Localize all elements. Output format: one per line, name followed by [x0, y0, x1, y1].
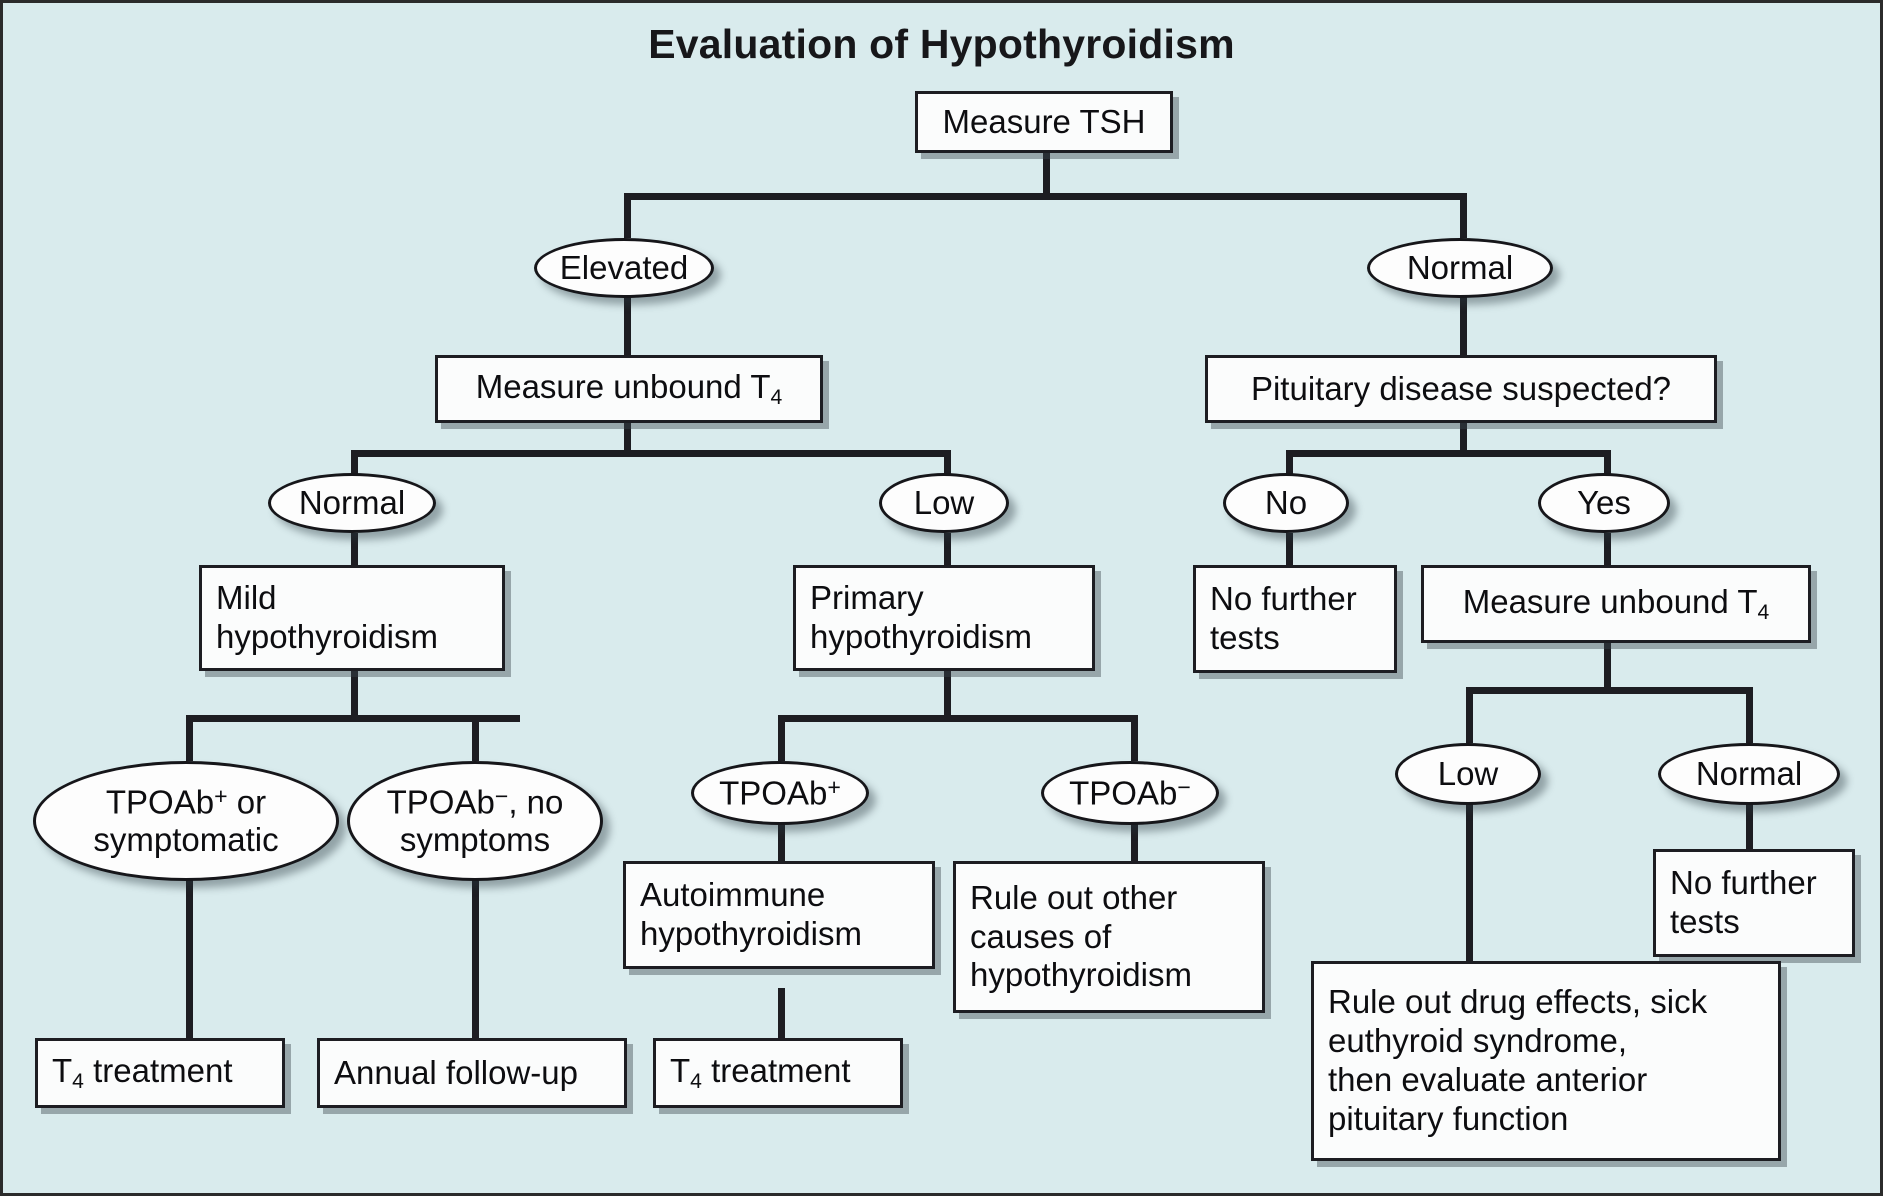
node-no-further-tests-2[interactable]: No further tests — [1653, 849, 1855, 957]
node-label: TPOAb−, no symptoms — [386, 782, 564, 859]
node-label: Annual follow-up — [334, 1053, 578, 1091]
connector-pituitary-split — [1286, 450, 1611, 457]
node-label: No — [1264, 484, 1308, 522]
node-label: T4 treatment — [670, 1051, 851, 1093]
connector-pituitary-stem — [1460, 421, 1467, 453]
node-tpoab-neg-no-symptoms[interactable]: TPOAb−, no symptoms — [347, 761, 603, 881]
node-normal-t4[interactable]: Normal — [268, 473, 436, 533]
connector-elevated-to-measure-t4 — [624, 293, 631, 357]
node-label: Normal — [1695, 755, 1803, 793]
connector-mild-stem — [351, 671, 358, 719]
node-label: Normal — [298, 484, 406, 522]
node-label: T4 treatment — [52, 1051, 233, 1093]
node-primary-hypothyroidism[interactable]: No further tests Primary hypothyroidism — [793, 565, 1095, 671]
node-rule-out-other-causes[interactable]: Rule out other causes of hypothyroidism — [953, 861, 1265, 1013]
node-label: Measure unbound T4 — [1462, 582, 1770, 624]
connector-to-yes — [1604, 450, 1611, 490]
connector-to-no — [1286, 450, 1293, 490]
connector-tsh-split — [624, 193, 1467, 200]
connector-to-low-t4r — [1466, 687, 1473, 743]
node-measure-unbound-t4-left[interactable]: Measure unbound T4 — [435, 355, 823, 423]
node-label: Elevated — [559, 249, 689, 287]
connector-to-tpoab-pos — [778, 715, 785, 761]
connector-measure-t4r-stem — [1604, 643, 1611, 691]
connector-tpoabpos-to-t4treatment — [186, 838, 193, 1038]
connector-normal-to-pituitary — [1460, 293, 1467, 357]
connector-to-normal-t4 — [351, 450, 358, 490]
node-tpoab-neg[interactable]: TPOAb− — [1041, 761, 1219, 825]
connector-lowt4r-to-ruleoutdrug — [1466, 803, 1473, 963]
connector-yes-to-measure-t4r — [1604, 533, 1611, 565]
connector-primary-stem — [944, 671, 951, 719]
node-label: TPOAb− — [1069, 773, 1191, 812]
node-label: No further tests — [1670, 864, 1817, 940]
node-tpoab-pos[interactable]: TPOAb+ — [691, 761, 869, 825]
node-label: Primary hypothyroidism — [810, 579, 1032, 655]
node-label: Rule out other causes of hypothyroidism — [970, 878, 1192, 994]
connector-mild-split — [186, 715, 520, 722]
node-label: TPOAb+ — [719, 773, 841, 812]
node-label: Pituitary disease suspected? — [1250, 369, 1672, 407]
node-measure-unbound-t4-right[interactable]: Measure unbound T4 — [1421, 565, 1811, 643]
node-rule-out-drug-effects[interactable]: Rule out drug effects, sick euthyroid sy… — [1311, 961, 1781, 1161]
node-label: Normal — [1406, 249, 1514, 287]
node-label: Yes — [1577, 484, 1631, 522]
connector-normalt4-to-mild — [351, 533, 358, 565]
node-measure-tsh[interactable]: Measure TSH — [915, 91, 1173, 153]
connector-primary-split — [778, 715, 1138, 722]
node-mild-hypothyroidism[interactable]: Mild hypothyroidism — [199, 565, 505, 671]
connector-autoimmune-to-t4treatment — [778, 988, 785, 1038]
node-no-further-tests-1[interactable]: No further tests — [1193, 565, 1397, 673]
page-title: Evaluation of Hypothyroidism — [648, 21, 1235, 67]
connector-to-tpoab-neg — [1131, 715, 1138, 761]
node-yes[interactable]: Yes — [1538, 473, 1670, 533]
node-label: Mild hypothyroidism — [216, 579, 438, 655]
node-t4-treatment-1[interactable]: T4 treatment — [35, 1038, 285, 1108]
node-label: Measure unbound T4 — [475, 367, 783, 409]
node-label: Autoimmune hypothyroidism — [640, 876, 862, 952]
connector-to-low-t4 — [944, 450, 951, 490]
connector-to-elevated — [624, 193, 631, 238]
connector-measure-t4-split — [351, 450, 951, 457]
node-no[interactable]: No — [1223, 473, 1349, 533]
connector-to-tpoab-pos-sympt — [186, 715, 193, 761]
node-low-t4[interactable]: Low — [879, 473, 1009, 533]
node-normal-tsh[interactable]: Normal — [1367, 238, 1553, 298]
connector-to-normal-tsh — [1460, 193, 1467, 238]
node-label: TPOAb+ or symptomatic — [93, 782, 279, 859]
connector-to-normal-t4r — [1746, 687, 1753, 743]
node-elevated[interactable]: Elevated — [534, 238, 714, 298]
connector-measure-t4-stem — [624, 421, 631, 453]
node-t4-treatment-2[interactable]: T4 treatment — [653, 1038, 903, 1108]
connector-tsh-stem — [1043, 151, 1050, 195]
connector-no-to-nofurther — [1286, 533, 1293, 565]
connector-to-tpoab-neg-nosympt — [472, 715, 479, 761]
node-autoimmune-hypothyroidism[interactable]: Autoimmune hypothyroidism — [623, 861, 935, 969]
node-label: Low — [913, 484, 975, 522]
connector-measure-t4r-split — [1466, 687, 1753, 694]
connector-normalt4r-to-nofurther — [1746, 803, 1753, 849]
node-annual-follow-up[interactable]: Annual follow-up — [317, 1038, 627, 1108]
node-normal-t4-right[interactable]: Normal — [1658, 743, 1840, 805]
node-label: Measure TSH — [942, 102, 1146, 140]
node-label: Rule out drug effects, sick euthyroid sy… — [1328, 983, 1708, 1137]
node-low-t4-right[interactable]: Low — [1395, 743, 1541, 805]
node-pituitary-disease-suspected[interactable]: Pituitary disease suspected? — [1205, 355, 1717, 423]
connector-tpoabpos2-to-autoimmune — [778, 821, 785, 861]
node-tpoab-pos-or-symptomatic[interactable]: TPOAb+ or symptomatic — [33, 761, 339, 881]
connector-tpoabneg2-to-ruleout — [1131, 821, 1138, 861]
node-label: Low — [1437, 755, 1499, 793]
connector-tpoabneg-to-annual — [472, 838, 479, 1038]
connector-lowt4-to-primary — [944, 533, 951, 565]
node-label: No further tests — [1210, 580, 1357, 656]
